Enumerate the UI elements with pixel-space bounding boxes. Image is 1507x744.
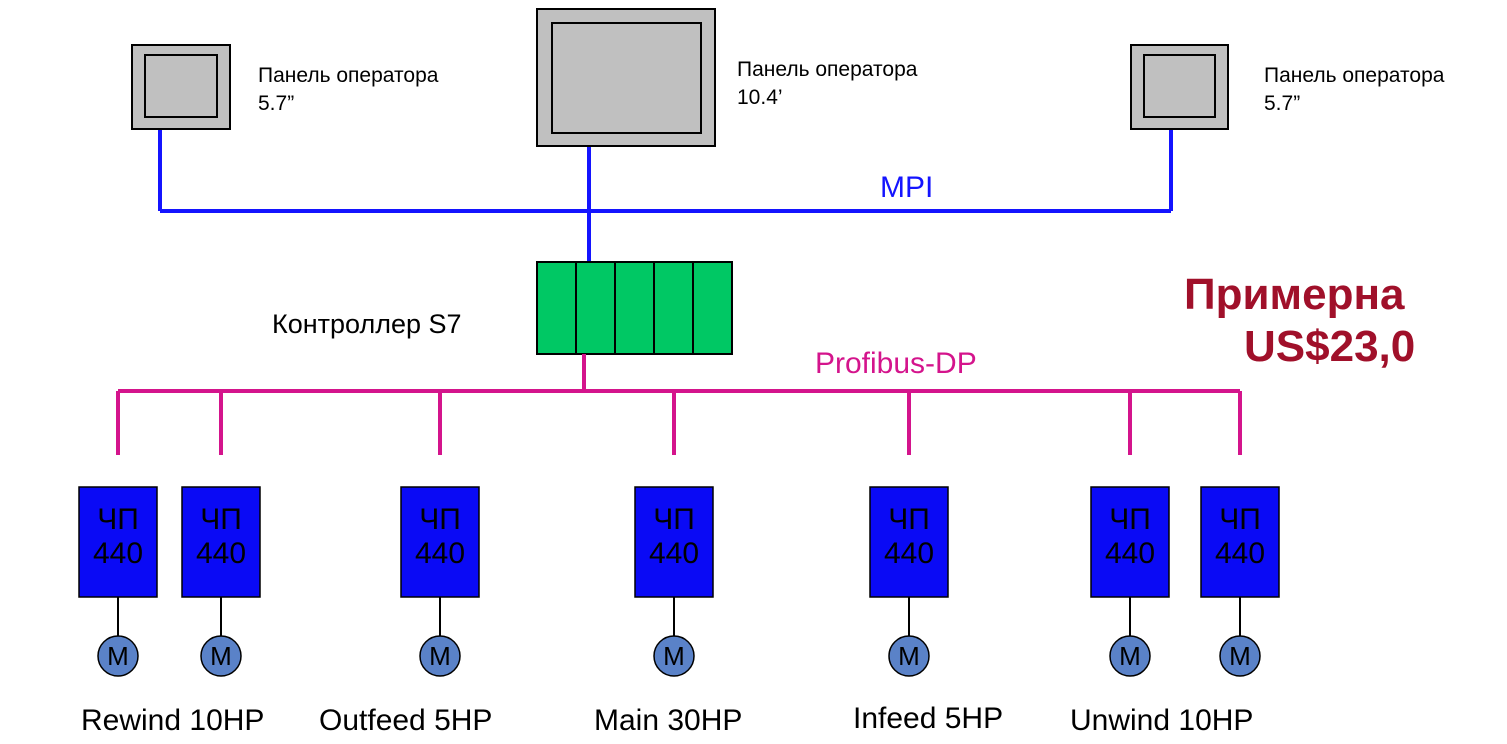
- axis-main: Main 30HP: [594, 704, 743, 737]
- drive-7-model: 440: [1214, 537, 1266, 570]
- drive-6-model: 440: [1104, 537, 1156, 570]
- axis-infeed: Infeed 5HP: [853, 702, 1004, 735]
- drive-5-model: 440: [883, 537, 935, 570]
- drive-1: [78, 486, 158, 677]
- drive-1-model: 440: [92, 537, 144, 570]
- motor-6-label: M: [1119, 641, 1141, 671]
- drive-4-model: 440: [648, 537, 700, 570]
- motor-1-label: M: [107, 641, 129, 671]
- drive-2: [181, 486, 261, 677]
- panel-2-name: Панель оператора: [737, 58, 918, 81]
- controller-s7: [536, 261, 733, 355]
- cost-line-1: Примерна: [1184, 270, 1405, 319]
- panel-label-2: Панель оператора 10.4’: [737, 56, 917, 112]
- motor-7-label: M: [1229, 641, 1251, 671]
- panel-label-3: Панель оператора 5.7”: [1264, 62, 1444, 118]
- motor-4-label: M: [663, 641, 685, 671]
- operator-panel-3: [1130, 44, 1229, 130]
- drive-4: [634, 486, 714, 677]
- drive-3-model: 440: [414, 537, 466, 570]
- panel-3-size: 5.7”: [1264, 92, 1301, 115]
- panel-1-name: Панель оператора: [258, 64, 439, 87]
- drive-6-type: ЧП: [1109, 503, 1151, 536]
- motor-2-label: M: [210, 641, 232, 671]
- cost-line-2: US$23,0: [1244, 322, 1416, 371]
- profibus-bus: [116, 354, 1242, 455]
- panel-label-1: Панель оператора 5.7”: [258, 62, 438, 118]
- axis-unwind: Unwind 10HP: [1070, 704, 1254, 737]
- panel-2-size: 10.4’: [737, 86, 783, 109]
- operator-panel-1: [131, 44, 231, 130]
- drive-2-model: 440: [195, 537, 247, 570]
- drive-5: [869, 486, 949, 677]
- operator-panel-2: [536, 8, 716, 147]
- axis-outfeed: Outfeed 5HP: [319, 704, 493, 737]
- drive-6: [1090, 486, 1170, 677]
- controller-label: Контроллер S7: [272, 309, 462, 339]
- drive-7-type: ЧП: [1219, 503, 1261, 536]
- motor-5-label: M: [898, 641, 920, 671]
- drive-2-type: ЧП: [200, 503, 242, 536]
- drive-3: [400, 486, 480, 677]
- drive-4-type: ЧП: [653, 503, 695, 536]
- motor-3-label: M: [429, 641, 451, 671]
- drive-3-type: ЧП: [419, 503, 461, 536]
- axis-rewind: Rewind 10HP: [81, 704, 265, 737]
- profibus-label: Profibus-DP: [815, 347, 977, 380]
- drive-7: [1200, 486, 1280, 677]
- drive-5-type: ЧП: [888, 503, 930, 536]
- drive-1-type: ЧП: [97, 503, 139, 536]
- mpi-label: MPI: [880, 171, 934, 204]
- panel-1-size: 5.7”: [258, 92, 295, 115]
- panel-3-name: Панель оператора: [1264, 64, 1445, 87]
